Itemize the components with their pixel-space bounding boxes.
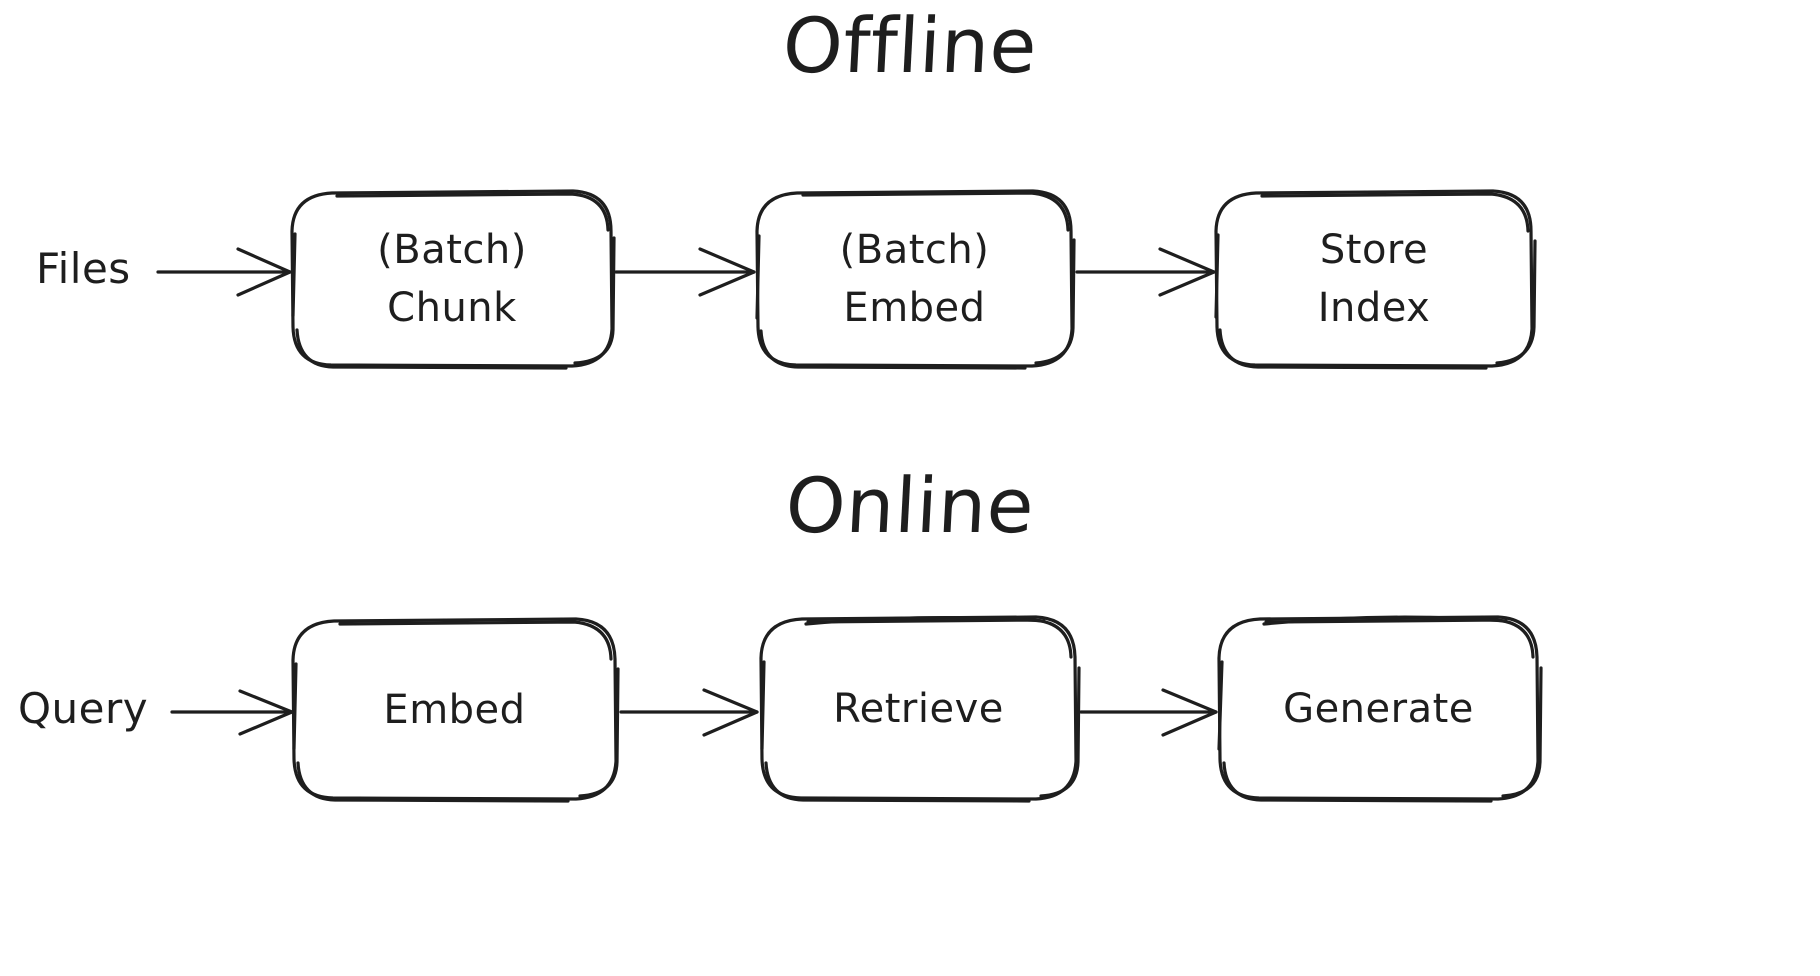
arrow-embed-to-store [1077,249,1214,295]
arrow-embed-to-retrieve [621,690,757,735]
node-label-line1: (Batch) [377,227,527,273]
input-label-files: Files [36,244,131,293]
node-label-line1: Embed [383,686,526,733]
node-generate[interactable]: Generate [1219,618,1538,800]
node-store-index[interactable]: Store Index [1216,192,1532,366]
node-label-line1: (Batch) [839,227,990,273]
node-label-line1: Store [1319,227,1429,273]
arrow-query-to-embed [172,691,292,734]
node-label-line1: Generate [1283,686,1474,732]
input-label-query: Query [18,684,149,733]
arrow-retrieve-to-generate [1081,690,1216,735]
node-embed[interactable]: Embed [293,619,616,800]
node-label-line2: Chunk [387,285,517,331]
section-title-offline: Offline [780,1,1040,90]
arrow-files-to-chunk [158,249,290,295]
node-batch-embed[interactable]: (Batch) Embed [757,192,1072,366]
node-retrieve[interactable]: Retrieve [761,618,1076,800]
section-title-online: Online [783,461,1037,550]
node-label-line1: Retrieve [833,686,1004,732]
arrow-chunk-to-embed [616,249,754,295]
node-batch-chunk[interactable]: (Batch) Chunk [292,192,612,366]
node-label-line2: Embed [843,285,986,331]
node-label-line2: Index [1317,285,1431,331]
